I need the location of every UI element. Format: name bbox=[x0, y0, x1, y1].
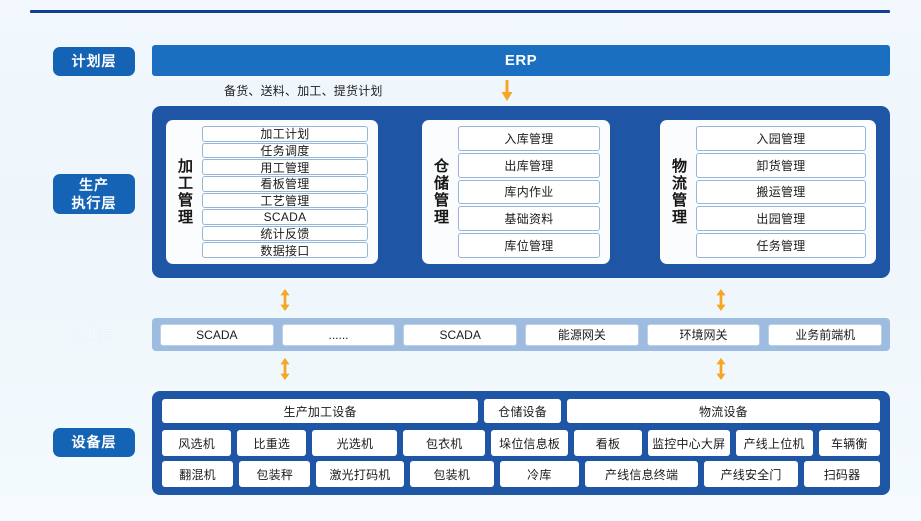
equipment-row-1: 风选机比重选光选机包衣机垛位信息板看板监控中心大屏产线上位机车辆衡 bbox=[162, 430, 880, 456]
module-item[interactable]: 库位管理 bbox=[458, 233, 600, 258]
equipment-item[interactable]: 扫码器 bbox=[803, 461, 880, 487]
module-item[interactable]: 出库管理 bbox=[458, 152, 600, 178]
module-item[interactable]: 库内作业 bbox=[458, 179, 600, 205]
equipment-item[interactable]: 比重选 bbox=[237, 430, 307, 456]
module-item[interactable]: 出园管理 bbox=[696, 206, 866, 232]
erp-bar[interactable]: ERP bbox=[152, 45, 890, 76]
aggregation-item[interactable]: 能源网关 bbox=[525, 323, 639, 346]
module-title-warehouse: 仓储管理 bbox=[432, 158, 449, 226]
module-item[interactable]: 基础资料 bbox=[458, 206, 600, 232]
equipment-row-2: 翻混机包装秤激光打码机包装机冷库产线信息终端产线安全门扫码器 bbox=[162, 461, 880, 487]
module-items-logistics: 入园管理 卸货管理 搬运管理 出园管理 任务管理 bbox=[696, 126, 866, 258]
arrow-up-down-icon bbox=[280, 358, 290, 380]
module-item[interactable]: 任务调度 bbox=[202, 142, 368, 159]
module-item[interactable]: 数据接口 bbox=[202, 242, 368, 258]
equipment-item[interactable]: 冷库 bbox=[499, 461, 579, 487]
arrow-up-down-icon bbox=[280, 289, 290, 311]
equipment-item[interactable]: 翻混机 bbox=[162, 461, 234, 487]
equipment-item[interactable]: 包衣机 bbox=[403, 430, 486, 456]
module-items-processing: 加工计划 任务调度 用工管理 看板管理 工艺管理 SCADA 统计反馈 数据接口 bbox=[202, 126, 368, 258]
layer-label-aggregation-text: 汇集层 bbox=[71, 326, 117, 342]
module-item[interactable]: 卸货管理 bbox=[696, 152, 866, 178]
equipment-block: 生产加工设备仓储设备物流设备 风选机比重选光选机包衣机垛位信息板看板监控中心大屏… bbox=[152, 391, 890, 495]
equipment-item[interactable]: 激光打码机 bbox=[316, 461, 404, 487]
equipment-header-row: 生产加工设备仓储设备物流设备 bbox=[162, 399, 880, 425]
module-item[interactable]: 入库管理 bbox=[458, 126, 600, 151]
production-execution-block: 加工管理 加工计划 任务调度 用工管理 看板管理 工艺管理 SCADA 统计反馈… bbox=[152, 106, 890, 278]
aggregation-band: SCADA ...... SCADA 能源网关 环境网关 业务前端机 bbox=[152, 318, 890, 351]
erp-title: ERP bbox=[504, 52, 538, 69]
module-item[interactable]: 入园管理 bbox=[696, 126, 866, 151]
module-item[interactable]: SCADA bbox=[202, 209, 368, 225]
equipment-item[interactable]: 监控中心大屏 bbox=[647, 430, 730, 456]
equipment-item[interactable]: 光选机 bbox=[312, 430, 398, 456]
module-item[interactable]: 用工管理 bbox=[202, 159, 368, 175]
module-card-processing: 加工管理 加工计划 任务调度 用工管理 看板管理 工艺管理 SCADA 统计反馈… bbox=[166, 120, 378, 264]
equipment-group-header[interactable]: 物流设备 bbox=[566, 399, 880, 423]
module-title-logistics: 物流管理 bbox=[670, 158, 687, 226]
module-card-warehouse: 仓储管理 入库管理 出库管理 库内作业 基础资料 库位管理 bbox=[422, 120, 610, 264]
module-card-logistics: 物流管理 入园管理 卸货管理 搬运管理 出园管理 任务管理 bbox=[660, 120, 876, 264]
arrow-up-down-icon bbox=[716, 289, 726, 311]
layer-label-execution-line1: 生产 bbox=[79, 177, 109, 193]
equipment-group-header[interactable]: 生产加工设备 bbox=[162, 399, 479, 423]
module-item[interactable]: 工艺管理 bbox=[202, 192, 368, 209]
equipment-item[interactable]: 车辆衡 bbox=[818, 430, 880, 456]
equipment-item[interactable]: 看板 bbox=[574, 430, 642, 456]
module-item[interactable]: 任务管理 bbox=[696, 233, 866, 258]
layer-label-plan-text: 计划层 bbox=[71, 53, 117, 69]
aggregation-item[interactable]: SCADA bbox=[403, 323, 518, 346]
equipment-item[interactable]: 产线上位机 bbox=[735, 430, 813, 456]
module-title-processing: 加工管理 bbox=[176, 158, 193, 226]
aggregation-item[interactable]: 环境网关 bbox=[646, 323, 761, 346]
layer-label-execution: 生产 执行层 bbox=[53, 174, 135, 214]
module-item[interactable]: 看板管理 bbox=[202, 175, 368, 192]
equipment-item[interactable]: 垛位信息板 bbox=[491, 430, 569, 456]
equipment-item[interactable]: 包装秤 bbox=[239, 461, 311, 487]
layer-label-aggregation: 汇集层 bbox=[53, 320, 135, 349]
equipment-group-header[interactable]: 仓储设备 bbox=[484, 399, 561, 423]
erp-note: 备货、送料、加工、提货计划 bbox=[224, 84, 383, 98]
arrow-up-down-icon bbox=[716, 358, 726, 380]
layer-label-equipment-text: 设备层 bbox=[71, 434, 117, 450]
aggregation-item[interactable]: 业务前端机 bbox=[768, 323, 883, 346]
aggregation-item[interactable]: SCADA bbox=[160, 323, 274, 346]
module-item[interactable]: 搬运管理 bbox=[696, 179, 866, 205]
layer-label-plan: 计划层 bbox=[53, 47, 135, 76]
module-item[interactable]: 统计反馈 bbox=[202, 225, 368, 242]
equipment-item[interactable]: 包装机 bbox=[409, 461, 494, 487]
arrow-down-icon bbox=[501, 80, 513, 101]
equipment-item[interactable]: 风选机 bbox=[162, 430, 232, 456]
top-divider bbox=[30, 10, 890, 13]
layer-label-execution-line2: 执行层 bbox=[71, 195, 117, 211]
layer-label-equipment: 设备层 bbox=[53, 428, 135, 457]
aggregation-item[interactable]: ...... bbox=[281, 323, 396, 346]
equipment-item[interactable]: 产线信息终端 bbox=[584, 461, 699, 487]
equipment-item[interactable]: 产线安全门 bbox=[704, 461, 798, 487]
module-items-warehouse: 入库管理 出库管理 库内作业 基础资料 库位管理 bbox=[458, 126, 600, 258]
module-item[interactable]: 加工计划 bbox=[202, 126, 368, 142]
